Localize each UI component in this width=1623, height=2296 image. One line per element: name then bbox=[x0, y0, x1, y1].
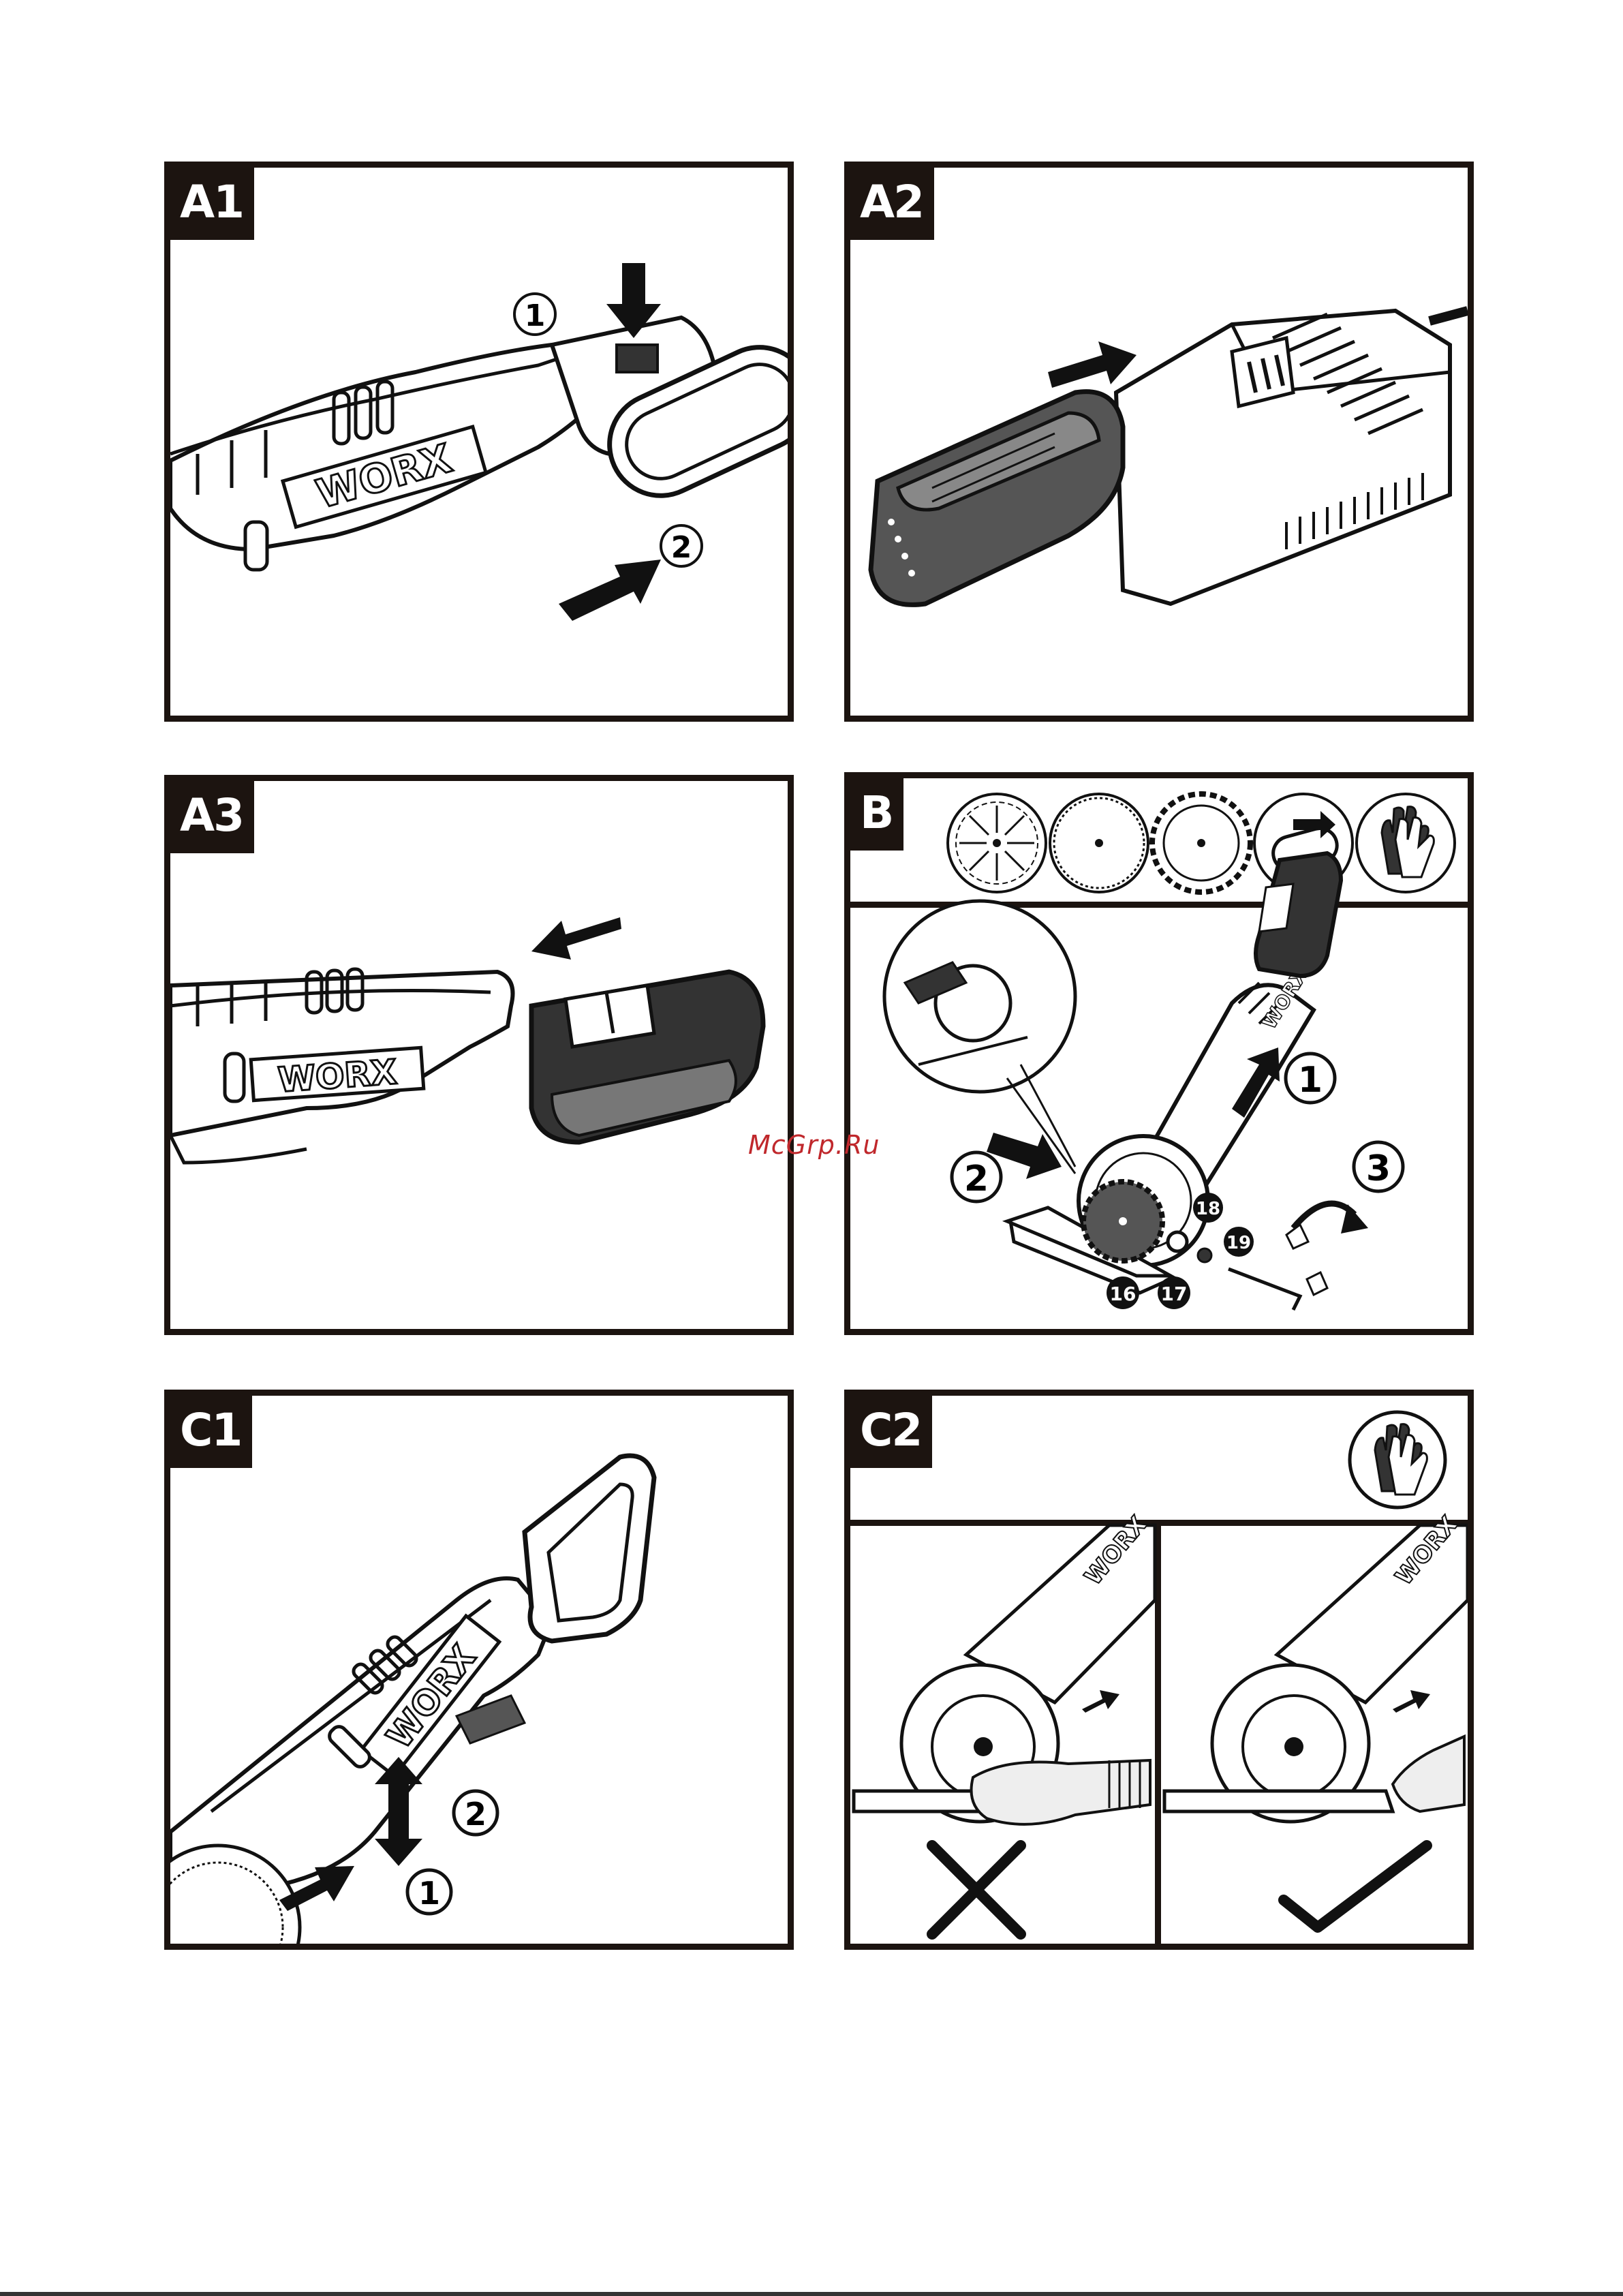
page-bottom-edge bbox=[0, 2292, 1623, 2296]
cross-icon bbox=[932, 1846, 1021, 1934]
step-number-1: 1 bbox=[418, 1875, 440, 1912]
step-number-2: 2 bbox=[465, 1796, 486, 1833]
arrow-icon bbox=[1082, 1690, 1119, 1713]
panel-label-a1: A1 bbox=[170, 168, 254, 240]
panel-label-a2: A2 bbox=[850, 168, 934, 240]
part-number-18: 18 bbox=[1196, 1199, 1220, 1219]
panel-a2: A2 bbox=[844, 162, 1474, 722]
hand-position-illustration: WORX WORX bbox=[850, 1396, 1468, 1944]
saw-blade-icon bbox=[948, 794, 1046, 892]
battery-charging-illustration bbox=[850, 168, 1468, 716]
panel-c1: C1 WORX 2 1 bbox=[164, 1390, 794, 1950]
battery-insert-illustration: WORX 1 2 bbox=[170, 168, 788, 716]
gloves-icon bbox=[1350, 1412, 1445, 1507]
charger-icon bbox=[1116, 311, 1468, 604]
panel-a1: A1 WORX 1 2 bbox=[164, 162, 794, 722]
part-number-17: 17 bbox=[1161, 1283, 1188, 1305]
arrow-icon bbox=[531, 917, 621, 960]
battery-icon bbox=[525, 1456, 654, 1641]
gloves-icon bbox=[1357, 794, 1455, 892]
hex-key-icon bbox=[1228, 1269, 1300, 1310]
step-number-3: 3 bbox=[1366, 1148, 1391, 1189]
arrow-icon bbox=[1048, 341, 1137, 388]
step-number-1: 1 bbox=[525, 299, 546, 333]
saw-blade-icon bbox=[1152, 794, 1250, 892]
depth-adjustment-illustration: WORX 2 1 bbox=[170, 1396, 788, 1944]
panel-c2: C2 WORX WORX bbox=[844, 1390, 1474, 1950]
battery-remove-illustration: WORX bbox=[170, 781, 788, 1329]
arrow-icon bbox=[559, 560, 661, 621]
check-icon bbox=[1284, 1846, 1427, 1927]
arrow-icon bbox=[1393, 1690, 1430, 1713]
step-number-2: 2 bbox=[671, 530, 692, 565]
step-number-1: 1 bbox=[1298, 1060, 1323, 1101]
part-number-19: 19 bbox=[1226, 1233, 1251, 1253]
watermark: McGrp.Ru bbox=[748, 1130, 880, 1160]
wrong-position-example: WORX bbox=[854, 1511, 1155, 1934]
battery-icon bbox=[531, 972, 763, 1142]
brand-logo-a3: WORX bbox=[277, 1052, 398, 1100]
panel-a3: A3 WORX bbox=[164, 775, 794, 1335]
step-number-2: 2 bbox=[964, 1159, 989, 1199]
panel-label-b: B bbox=[850, 778, 903, 851]
panel-label-a3: A3 bbox=[170, 781, 254, 853]
part-number-16: 16 bbox=[1110, 1283, 1137, 1305]
blade-assembly-illustration: WORX 1 2 3 16 17 bbox=[850, 778, 1468, 1329]
saw-blade-icon bbox=[1050, 794, 1148, 892]
correct-position-example: WORX bbox=[1164, 1511, 1468, 1927]
panel-b: B bbox=[844, 772, 1474, 1335]
panel-label-c1: C1 bbox=[170, 1396, 252, 1468]
panel-label-c2: C2 bbox=[850, 1396, 932, 1468]
battery-icon bbox=[871, 392, 1123, 605]
